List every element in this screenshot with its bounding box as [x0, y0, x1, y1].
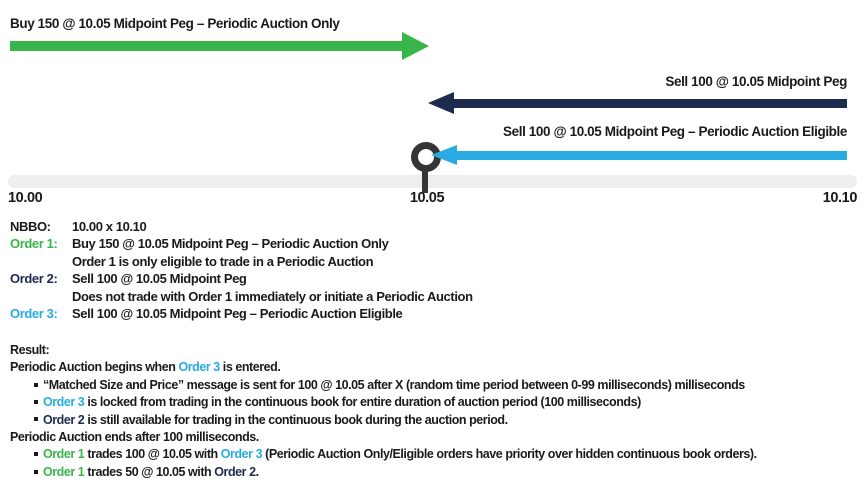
price-label-mid: 10.05 [409, 190, 445, 206]
order3-arrow-label: Sell 100 @ 10.05 Midpoint Peg – Periodic… [503, 124, 847, 139]
text-segment: (Periodic Auction Only/Eligible orders h… [262, 447, 757, 462]
order-detail-label: Order 3: [10, 306, 58, 322]
order-detail-line: Buy 150 @ 10.05 Midpoint Peg – Periodic … [72, 235, 855, 252]
text-segment: trades 100 @ 10.05 with [84, 447, 221, 462]
order-detail-line: Sell 100 @ 10.05 Midpoint Peg – Periodic… [72, 305, 855, 322]
result-line: Order 3 is locked from trading in the co… [10, 394, 860, 411]
text-segment: . [255, 464, 259, 479]
bullet-icon [34, 469, 38, 474]
midpoint-tick [422, 167, 428, 193]
text-segment: Order 3 [220, 447, 263, 462]
order-detail-label: NBBO: [10, 219, 51, 234]
result-line: Periodic Auction ends after 100 millisec… [10, 429, 860, 446]
order1-buy-arrow-head-right-icon [402, 32, 429, 60]
text-segment: is still available for trading in the co… [84, 412, 508, 427]
order-detail-row: Order 1: Buy 150 @ 10.05 Midpoint Peg – P… [10, 235, 855, 270]
bullet-icon [34, 452, 38, 457]
order1-buy-arrow-shaft [10, 41, 403, 51]
order-detail-label: Order 2: [10, 271, 58, 287]
text-segment: Buy 150 @ 10.05 Midpoint Peg – Periodic … [72, 236, 389, 252]
order-detail-lines: 10.00 x 10.10 [72, 218, 855, 235]
result-line: Order 2 is still available for trading i… [10, 412, 860, 429]
result-line: Periodic Auction begins when Order 3 is … [10, 359, 860, 376]
text-segment: Order 2 [43, 412, 85, 427]
text-segment: 10.00 x 10.10 [72, 219, 147, 234]
order-detail-line: Sell 100 @ 10.05 Midpoint Peg [72, 270, 855, 287]
order-detail-line: Does not trade with Order 1 immediately … [72, 288, 855, 305]
text-segment: Periodic Auction begins when [10, 360, 179, 375]
text-segment: is locked from trading in the continuous… [84, 395, 641, 410]
bullet-icon [34, 382, 38, 387]
bullet-icon [34, 399, 38, 404]
text-segment: Order 1 is only eligible to trade in a P… [72, 253, 374, 269]
text-segment: Order 2 [214, 464, 256, 479]
order-detail-lines: Buy 150 @ 10.05 Midpoint Peg – Periodic … [72, 235, 855, 270]
text-segment: Order 1 [43, 447, 85, 462]
text-segment: Sell 100 @ 10.05 Midpoint Peg – Periodic… [72, 306, 403, 322]
result-line: “Matched Size and Price” message is sent… [10, 377, 860, 394]
order2-sell-arrow-shaft [453, 99, 847, 108]
price-label-high: 10.10 [822, 190, 858, 206]
text-segment: Sell 100 @ 10.05 Midpoint Peg [72, 271, 247, 287]
order2-arrow-label: Sell 100 @ 10.05 Midpoint Peg [665, 74, 847, 89]
text-segment: Periodic Auction ends after 100 millisec… [10, 430, 259, 445]
order-detail-row: Order 3: Sell 100 @ 10.05 Midpoint Peg – … [10, 305, 855, 322]
text-segment: is entered. [219, 360, 281, 375]
result-section: Result: Periodic Auction begins when Ord… [10, 342, 860, 481]
price-label-low: 10.00 [8, 190, 43, 206]
order-detail-line: Order 1 is only eligible to trade in a P… [72, 253, 855, 270]
order-detail-label: Order 1: [10, 236, 58, 252]
order3-sell-arrow-shaft [456, 151, 847, 160]
result-line: Order 1 trades 50 @ 10.05 with Order 2. [10, 464, 860, 481]
result-heading: Result: [10, 343, 50, 357]
price-axis-track [8, 175, 857, 188]
order1-arrow-label: Buy 150 @ 10.05 Midpoint Peg – Periodic … [10, 16, 340, 31]
price-line-figure: Buy 150 @ 10.05 Midpoint Peg – Periodic … [0, 0, 865, 215]
order-detail-lines: Sell 100 @ 10.05 Midpoint Peg – Periodic… [72, 305, 855, 322]
text-segment: trades 50 @ 10.05 with [84, 464, 215, 479]
text-segment: Order 3 [43, 395, 85, 410]
order3-sell-arrow-head-left-icon [431, 145, 457, 165]
order-detail-line: 10.00 x 10.10 [72, 218, 855, 235]
text-segment: “Matched Size and Price” message is sent… [43, 377, 745, 392]
text-segment: Does not trade with Order 1 immediately … [72, 288, 473, 304]
order2-sell-arrow-head-left-icon [428, 92, 454, 114]
text-segment: Order 3 [178, 360, 220, 375]
result-lines: Periodic Auction begins when Order 3 is … [10, 359, 860, 481]
result-line: Order 1 trades 100 @ 10.05 with Order 3 … [10, 446, 860, 463]
text-segment: Order 1 [43, 464, 85, 479]
bullet-icon [34, 417, 38, 422]
order-detail-row: NBBO: 10.00 x 10.10 [10, 218, 855, 235]
